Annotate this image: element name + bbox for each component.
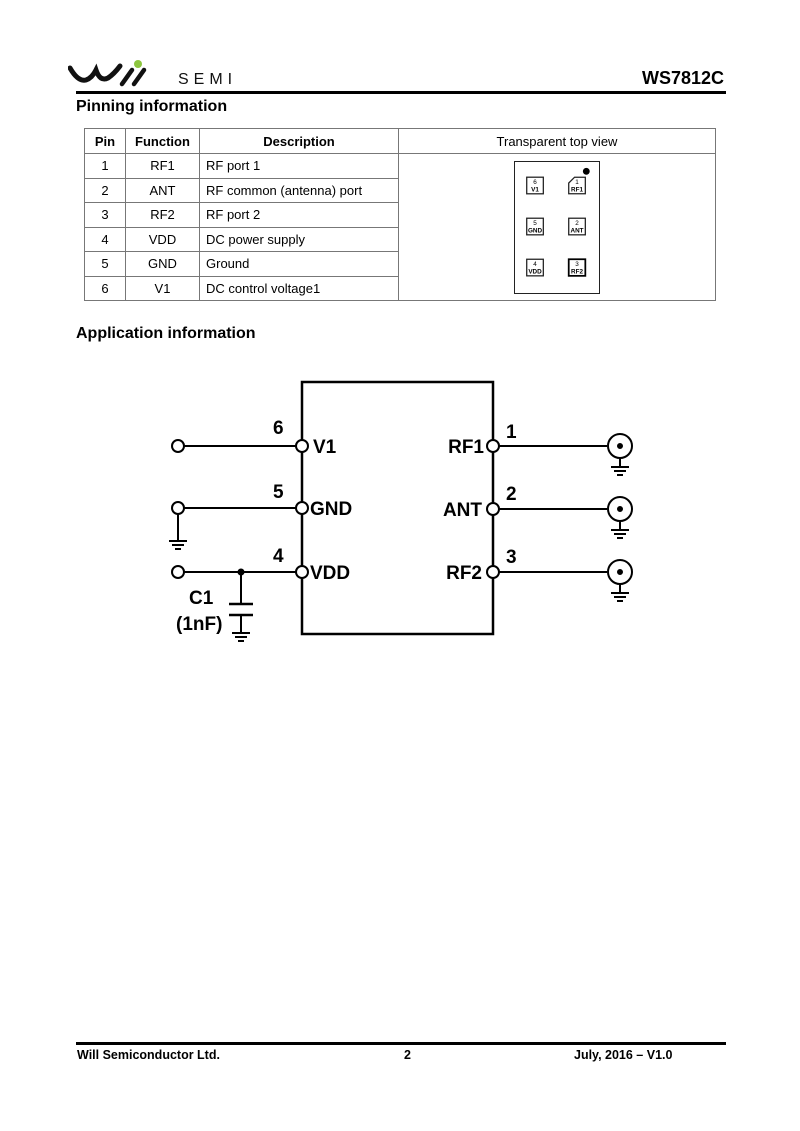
pin-function: GND — [125, 251, 200, 277]
pin-number-2: 2 — [506, 484, 517, 505]
section-title-pinning: Pinning information — [76, 98, 228, 115]
logo-green-dot — [134, 60, 142, 68]
vdd-net — [171, 565, 309, 642]
ground-icon — [611, 592, 629, 602]
pin-number-4: 4 — [273, 546, 284, 567]
ground-icon — [611, 466, 629, 476]
pad-number: 1 — [575, 179, 579, 186]
pin-name-rf2: RF2 — [446, 563, 482, 584]
package-top-view: 6 V1 1 RF1 5 GND 2 ANT 4 VDD 3 RF2 — [514, 161, 600, 294]
capacitor-icon — [229, 602, 253, 617]
pin-description: RF port 1 — [199, 153, 399, 179]
pin-function: VDD — [125, 226, 200, 252]
pin-number: 2 — [84, 177, 126, 203]
logo-slash-2 — [131, 67, 147, 87]
ground-icon — [232, 632, 250, 642]
part-number: WS7812C — [641, 68, 724, 88]
pad-number: 2 — [575, 220, 579, 227]
pad-name: V1 — [531, 186, 539, 193]
pad-2: 2 ANT — [568, 217, 586, 236]
pin-name-gnd: GND — [310, 499, 352, 520]
header-divider — [76, 91, 726, 94]
page-number: 2 — [404, 1048, 411, 1062]
pin-function: V1 — [125, 275, 200, 301]
col-header-description: Description — [199, 128, 399, 154]
pad-number: 5 — [533, 220, 537, 227]
pin-number-6: 6 — [273, 418, 284, 439]
ant-net — [486, 496, 633, 539]
pad-number: 6 — [533, 179, 537, 186]
rf1-net — [486, 433, 633, 476]
footer-company: Will Semiconductor Ltd. — [77, 1048, 220, 1062]
pad-3: 3 RF2 — [567, 258, 587, 277]
terminal-circle — [171, 439, 185, 453]
pin-number-3: 3 — [506, 547, 517, 568]
capacitor-value: (1nF) — [176, 614, 222, 635]
col-header-function: Function — [125, 128, 200, 154]
top-view-cell — [398, 153, 716, 301]
pin1-marker-dot — [582, 167, 590, 175]
pin-name-v1: V1 — [313, 437, 337, 458]
pin-circle — [295, 565, 309, 579]
pin-description: DC control voltage1 — [199, 275, 399, 301]
pin-description: RF common (antenna) port — [199, 177, 399, 203]
will-semi-logo: SEMI — [68, 60, 237, 88]
terminal-circle — [171, 565, 185, 579]
pin-circle — [295, 439, 309, 453]
logo-slash-1 — [119, 67, 135, 87]
pad-number: 3 — [575, 261, 579, 268]
pin-description: DC power supply — [199, 226, 399, 252]
rf2-net — [486, 559, 633, 602]
pin-name-rf1: RF1 — [448, 437, 484, 458]
logo-semi-text: SEMI — [178, 71, 237, 88]
table-row: 5 GND Ground — [84, 251, 716, 277]
pin-number: 6 — [84, 275, 126, 301]
pin-circle — [486, 502, 500, 516]
pinning-table: Pin Function Description Transparent top… — [84, 128, 716, 301]
pad-name: GND — [528, 227, 542, 234]
footer-date-version: July, 2016 – V1.0 — [574, 1048, 673, 1062]
pad-name: RF2 — [571, 268, 583, 275]
footer-divider — [76, 1042, 726, 1045]
col-header-pin: Pin — [84, 128, 126, 154]
table-row: 1 RF1 RF port 1 — [84, 153, 716, 301]
pin-name-ant: ANT — [443, 500, 482, 521]
pin-circle — [486, 565, 500, 579]
pin-number-5: 5 — [273, 482, 284, 503]
ground-icon — [611, 529, 629, 539]
pin-number-1: 1 — [506, 422, 517, 443]
pad-name: RF1 — [571, 186, 583, 193]
pad-1: 1 RF1 — [568, 176, 586, 195]
terminal-circle — [171, 501, 185, 515]
table-row: 6 V1 DC control voltage1 — [84, 275, 716, 301]
logo-w-mark — [68, 63, 123, 83]
gnd-net — [169, 501, 309, 550]
pad-name: VDD — [528, 268, 542, 275]
pin-description: Ground — [199, 251, 399, 277]
pad-4: 4 VDD — [526, 258, 544, 277]
v1-net — [171, 439, 309, 453]
pad-number: 4 — [533, 261, 537, 268]
capacitor-label: C1 — [189, 588, 214, 609]
pin-circle — [486, 439, 500, 453]
pin-number: 5 — [84, 251, 126, 277]
pad-6: 6 V1 — [526, 176, 544, 195]
table-row: 4 VDD DC power supply — [84, 226, 716, 252]
pad-5: 5 GND — [526, 217, 544, 236]
pad-name: ANT — [571, 227, 584, 234]
ground-icon — [169, 540, 187, 550]
pin-circle — [295, 501, 309, 515]
section-title-application: Application information — [76, 325, 256, 342]
pin-name-vdd: VDD — [310, 563, 350, 584]
table-row: 2 ANT RF common (antenna) port — [84, 177, 716, 203]
